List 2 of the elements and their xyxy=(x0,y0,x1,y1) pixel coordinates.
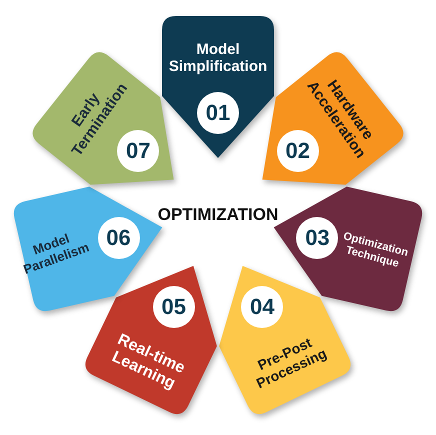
petal-title: Model Simplification xyxy=(168,40,268,76)
center-title: OPTIMIZATION xyxy=(158,205,278,225)
